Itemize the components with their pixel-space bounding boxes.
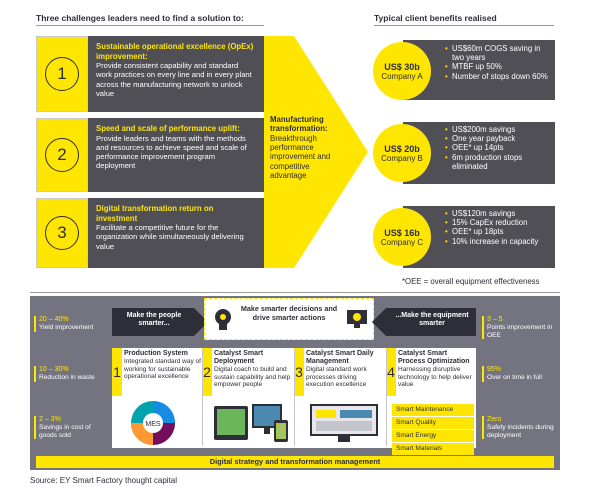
transformation-arrow bbox=[264, 36, 368, 268]
header-rule-right bbox=[374, 25, 554, 26]
benefits-header: Typical client benefits realised bbox=[374, 13, 497, 23]
bottom-rule bbox=[30, 292, 560, 293]
stat-item: 20 – 40%Yield improvement bbox=[34, 316, 108, 332]
challenge-title: Digital transformation return on investm… bbox=[96, 204, 214, 223]
challenge-number-3: 3 bbox=[36, 198, 88, 268]
dashboard-screen-icon bbox=[310, 404, 378, 442]
equipment-arrow bbox=[372, 308, 476, 336]
center-text: Make smarter decisions and drive smarter… bbox=[240, 304, 338, 322]
smart-list: Smart Maintenance Smart Quality Smart En… bbox=[392, 404, 474, 455]
header-rule-left bbox=[36, 25, 264, 26]
people-arrow-label: Make the people smarter... bbox=[126, 312, 182, 328]
challenge-box-1: Sustainable operational excellence (OpEx… bbox=[88, 36, 264, 112]
challenge-text: Facilitate a competitive future for the … bbox=[96, 223, 244, 251]
challenges-header: Three challenges leaders need to find a … bbox=[36, 13, 244, 23]
stat-item: 2 – 3%Savings in cost of goods sold bbox=[34, 416, 108, 440]
source-note: Source: EY Smart Factory thought capital bbox=[30, 476, 178, 485]
challenge-number-2: 2 bbox=[36, 118, 88, 192]
transformation-title: Manufacturing transformation: bbox=[270, 115, 328, 134]
stat-item: 95%Over on time in full bbox=[482, 366, 558, 382]
center-box: Make smarter decisions and drive smarter… bbox=[204, 298, 374, 340]
devices-icon bbox=[214, 404, 288, 442]
footer-bar: Digital strategy and transformation mana… bbox=[36, 456, 554, 468]
challenge-number-1: 1 bbox=[36, 36, 88, 112]
challenge-title: Sustainable operational excellence (OpEx… bbox=[96, 42, 254, 61]
svg-text:MES: MES bbox=[145, 421, 161, 428]
benefit-list: US$120m savings 15% CapEx reduction OEE*… bbox=[445, 209, 553, 246]
challenge-box-3: Digital transformation return on investm… bbox=[88, 198, 264, 268]
step-divider bbox=[294, 350, 295, 446]
step-divider bbox=[386, 350, 387, 446]
benefit-list: US$60m COGS saving in two years MTBF up … bbox=[445, 44, 553, 81]
benefit-list: US$200m savings One year payback OEE* up… bbox=[445, 125, 553, 171]
mes-wheel-icon: MES bbox=[131, 401, 175, 445]
challenge-text: Provide consistent capability and standa… bbox=[96, 61, 252, 98]
equipment-arrow-label: ...Make the equipment smarter bbox=[395, 312, 469, 328]
smart-item: Smart Maintenance bbox=[392, 404, 474, 416]
footnote: *OEE = overall equipment effectiveness bbox=[402, 277, 540, 286]
smart-item: Smart Materials bbox=[392, 443, 474, 455]
smart-item: Smart Quality bbox=[392, 417, 474, 429]
head-gears-icon bbox=[215, 309, 231, 330]
people-arrow bbox=[112, 308, 208, 336]
smart-item: Smart Energy bbox=[392, 430, 474, 442]
challenge-title: Speed and scale of performance uplift: bbox=[96, 124, 240, 133]
challenge-box-2: Speed and scale of performance uplift: P… bbox=[88, 118, 264, 192]
left-stats: 20 – 40%Yield improvement 10 – 30%Reduct… bbox=[30, 296, 110, 456]
step-divider bbox=[202, 350, 203, 446]
transformation-desc: Breakthrough performance improvement and… bbox=[270, 133, 331, 181]
challenge-text: Provide leaders and teams with the metho… bbox=[96, 133, 247, 171]
gear-screen-icon bbox=[347, 310, 367, 328]
stat-item: 10 – 30%Reduction in waste bbox=[34, 366, 108, 382]
transformation-text: Manufacturing transformation: Breakthrou… bbox=[270, 115, 342, 180]
